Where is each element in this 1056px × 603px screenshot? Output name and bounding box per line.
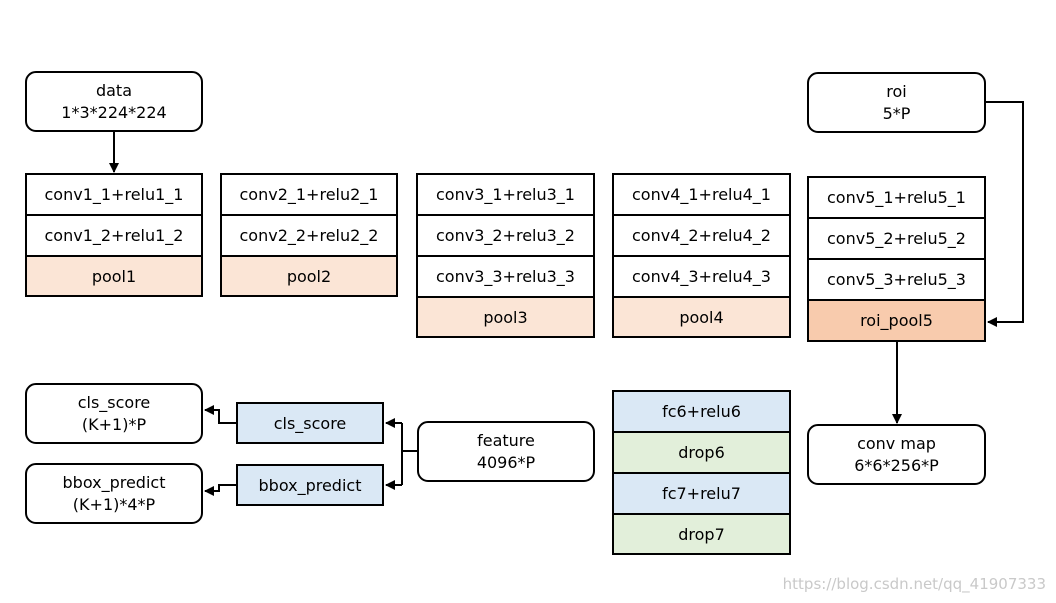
fc6-relu6-layer: fc6+relu6 [612, 390, 791, 433]
conv1-1-layer: conv1_1+relu1_1 [25, 173, 203, 216]
feature-name: feature [477, 430, 535, 450]
pool2-layer: pool2 [220, 255, 398, 297]
cls-score-output-shape: (K+1)*P [81, 414, 147, 434]
pool3-layer: pool3 [416, 296, 595, 338]
conv5-1-layer: conv5_1+relu5_1 [807, 176, 986, 219]
data-input-shape: 1*3*224*224 [61, 102, 167, 122]
conv5-3-layer: conv5_3+relu5_3 [807, 258, 986, 301]
data-input-node: data 1*3*224*224 [25, 71, 203, 132]
conv-map-shape: 6*6*256*P [854, 455, 939, 475]
feature-shape: 4096*P [476, 452, 536, 472]
bbox-predict-layer: bbox_predict [236, 464, 384, 506]
arrow-cls-layer-to-output [204, 405, 236, 424]
conv-map-node: conv map 6*6*256*P [807, 424, 986, 485]
arrow-roi-to-roi-pool5 [986, 101, 1024, 327]
bbox-predict-output-node: bbox_predict (K+1)*4*P [25, 463, 203, 524]
bbox-predict-output-name: bbox_predict [62, 472, 166, 492]
roi-input-shape: 5*P [882, 103, 911, 123]
conv5-2-layer: conv5_2+relu5_2 [807, 217, 986, 260]
conv4-2-layer: conv4_2+relu4_2 [612, 214, 791, 257]
conv4-3-layer: conv4_3+relu4_3 [612, 255, 791, 298]
fc7-relu7-layer: fc7+relu7 [612, 472, 791, 515]
arrow-bbox-layer-to-output [204, 484, 236, 496]
conv3-1-layer: conv3_1+relu3_1 [416, 173, 595, 216]
cls-score-output-name: cls_score [77, 392, 151, 412]
drop6-layer: drop6 [612, 431, 791, 474]
feature-node: feature 4096*P [417, 421, 595, 482]
watermark-text: https://blog.csdn.net/qq_41907333 [782, 575, 1046, 593]
conv2-1-layer: conv2_1+relu2_1 [220, 173, 398, 216]
roi-input-name: roi [886, 81, 907, 101]
conv1-2-layer: conv1_2+relu1_2 [25, 214, 203, 257]
bbox-predict-output-shape: (K+1)*4*P [72, 494, 156, 514]
roi-pool5-layer: roi_pool5 [807, 299, 986, 342]
conv-map-name: conv map [857, 433, 936, 453]
drop7-layer: drop7 [612, 513, 791, 555]
cls-score-layer: cls_score [236, 402, 384, 444]
data-input-name: data [95, 80, 133, 100]
conv3-3-layer: conv3_3+relu3_3 [416, 255, 595, 298]
cls-score-output-node: cls_score (K+1)*P [25, 383, 203, 444]
conv3-2-layer: conv3_2+relu3_2 [416, 214, 595, 257]
pool4-layer: pool4 [612, 296, 791, 338]
conv4-1-layer: conv4_1+relu4_1 [612, 173, 791, 216]
roi-input-node: roi 5*P [807, 72, 986, 133]
pool1-layer: pool1 [25, 255, 203, 297]
conv2-2-layer: conv2_2+relu2_2 [220, 214, 398, 257]
